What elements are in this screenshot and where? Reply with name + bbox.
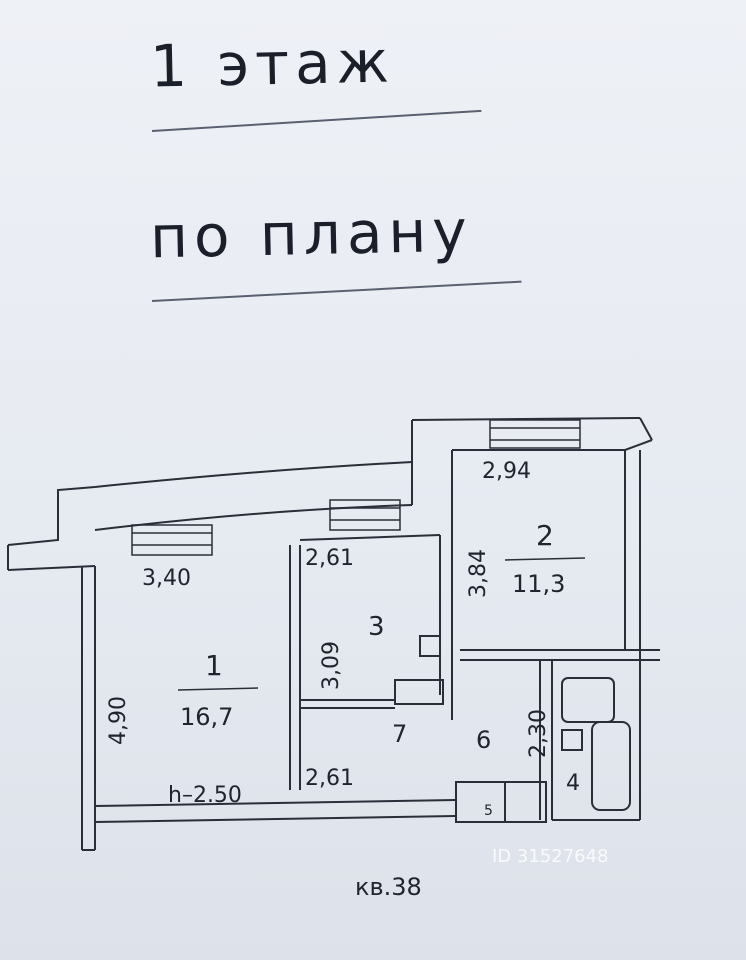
apartment-label: кв.38 [355, 873, 422, 901]
dim-room1-width: 3,40 [142, 566, 191, 591]
room-4-number: 4 [566, 771, 580, 796]
dim-room3-width: 2,61 [305, 546, 354, 571]
room-1-number: 1 [205, 649, 223, 682]
room-5-number: 5 [484, 803, 493, 819]
dim-room3-depth: 3,09 [319, 641, 344, 690]
dim-hall-width: 2,61 [305, 766, 354, 791]
watermark: ID 31527648 [492, 846, 609, 867]
room-2-area: 11,3 [512, 570, 565, 598]
room-2-number: 2 [536, 519, 554, 552]
room-7-number: 7 [392, 720, 407, 748]
dim-room2-depth: 3,84 [466, 549, 491, 598]
room-1-area: 16,7 [180, 703, 233, 731]
room-3-number: 3 [368, 612, 385, 642]
walls [7, 417, 660, 851]
dim-room2-width: 2,94 [482, 459, 531, 484]
dim-bath-depth: 2,30 [526, 709, 551, 758]
ceiling-height: h–2.50 [168, 783, 242, 808]
windows [131, 419, 581, 556]
room-6-number: 6 [476, 726, 491, 754]
dim-room1-depth: 4,90 [106, 696, 131, 745]
